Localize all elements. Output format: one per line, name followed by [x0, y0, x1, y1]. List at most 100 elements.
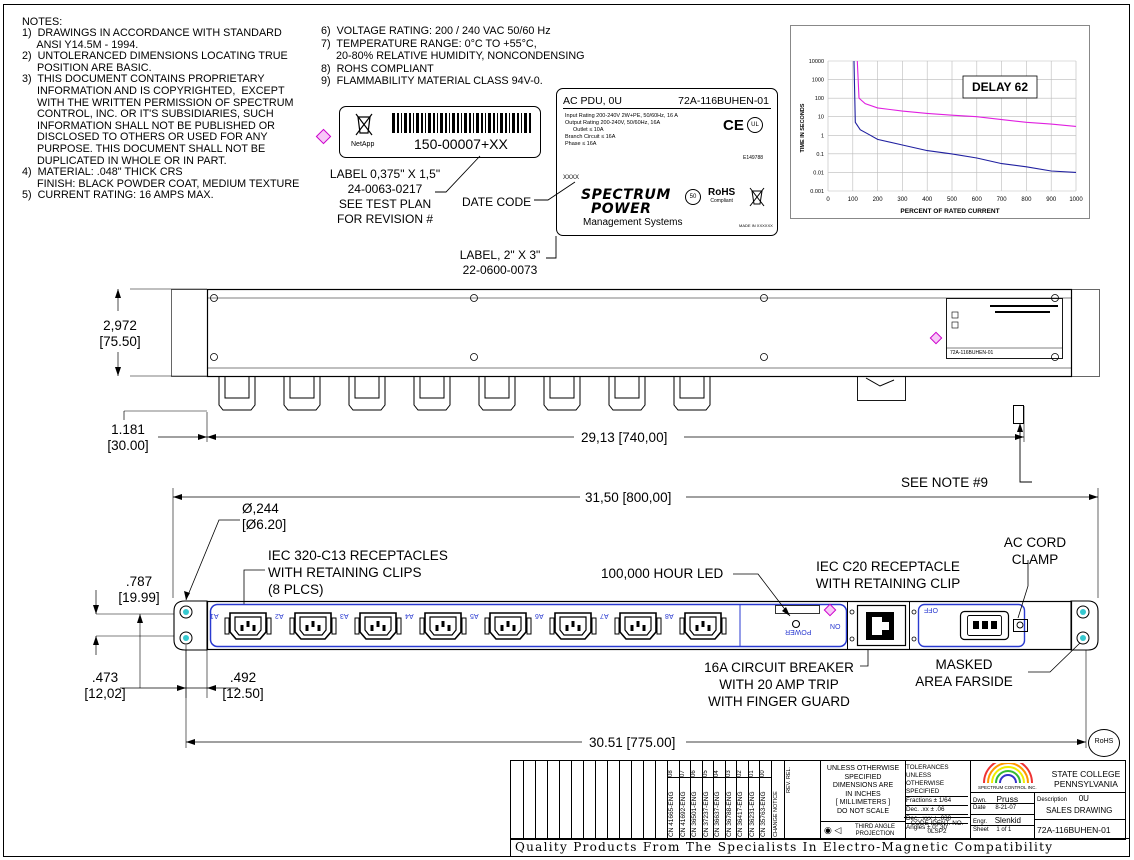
ce-mark-icon: CE [723, 117, 744, 134]
breaker-callout: 16A CIRCUIT BREAKER WITH 20 AMP TRIP WIT… [694, 659, 864, 710]
x-tick-label: 800 [1021, 197, 1032, 203]
c13-receptacle[interactable] [289, 612, 337, 640]
barcode-bar [529, 113, 531, 133]
barcode-bar [521, 113, 522, 133]
outlet-profile [413, 377, 451, 411]
rohs-text: RoHS [708, 187, 736, 198]
c13-receptacle[interactable] [354, 612, 402, 640]
revision-rev: 03 [725, 770, 732, 777]
barcode-bar [476, 113, 479, 133]
note-line: 7) TEMPERATURE RANGE: 0°C TO +55°C, [321, 37, 537, 50]
made-in: MADE IN XXXXXX [739, 223, 773, 228]
barcode-bar [449, 113, 450, 133]
barcode-bar [517, 113, 519, 133]
big-label-rule [563, 108, 771, 109]
note-line: DUPLICATED IN WHOLE OR IN PART. [22, 154, 227, 167]
dim-text: 1.181 [111, 422, 145, 437]
small-label: NetApp 150-00007+XX [339, 106, 541, 158]
c13-receptacle[interactable] [679, 612, 727, 640]
y-tick-label: 0.01 [813, 170, 824, 176]
callout-line: WITH RETAINING CLIP [815, 576, 961, 591]
see-note-9: SEE NOTE #9 [901, 475, 989, 490]
callout-line: WITH FINGER GUARD [708, 694, 850, 709]
screw-hole [210, 294, 218, 302]
outlet-group [224, 612, 727, 640]
revision-rev: 06 [691, 770, 697, 777]
desc-label: Description [1037, 797, 1068, 803]
note-line: 5) CURRENT RATING: 16 AMPS MAX. [22, 189, 214, 202]
c13-receptacle[interactable] [224, 612, 272, 640]
rev-label: REV. REL. [785, 766, 792, 793]
c13-receptacle[interactable] [549, 612, 597, 640]
revision-cn: CN 41665-ENG [668, 791, 675, 837]
spec-line: DO NOT SCALE [837, 807, 889, 815]
dim-text: .492 [229, 670, 257, 685]
front-view-body [206, 600, 1073, 651]
callout-line: WITH RETAINING CLIPS [268, 565, 422, 580]
chart-series [853, 60, 1077, 173]
dim-text: [75.50] [99, 334, 141, 349]
note-line: 9) FLAMMABILITY MATERIAL CLASS 94V-0. [321, 75, 543, 88]
barcode-bar [464, 113, 467, 133]
outlet-profile [478, 377, 516, 411]
outlet-label: A6 [535, 612, 544, 619]
outlet-profile [673, 377, 711, 411]
x-tick-label: 600 [972, 197, 983, 203]
note-line: POSITION ARE BASIC. [22, 61, 152, 74]
c13-receptacle[interactable] [484, 612, 532, 640]
top-view-cord-clamp [1013, 405, 1024, 424]
mounting-hole [1076, 605, 1090, 619]
power-label: POWER [785, 628, 812, 635]
c20-inlet[interactable] [959, 610, 1010, 641]
date-label: Date [973, 805, 986, 811]
outlet-label: A5 [470, 612, 479, 619]
code-ident-value: 0LSP2 [927, 828, 947, 835]
outlet-label: A4 [405, 612, 414, 619]
cord-clamp[interactable] [1013, 619, 1028, 632]
y-tick-label: 100 [815, 96, 824, 102]
x-tick-label: 200 [873, 197, 884, 203]
outlet-label: A8 [665, 612, 674, 619]
sheet-border [3, 4, 1130, 857]
c13-receptacle[interactable] [614, 612, 662, 640]
note-line: INFORMATION SHALL NOT BE PUBLISHED OR [22, 119, 275, 132]
outlet-profile [283, 377, 321, 411]
x-tick-label: 1000 [1069, 197, 1083, 203]
y-tick-label: 1000 [812, 78, 824, 84]
spec-line: Branch Circuit ≤ 16A [565, 134, 616, 140]
callout-line: WITH 20 AMP TRIP [719, 677, 839, 692]
projection-icon: ◉ ◁ [824, 825, 842, 835]
dim-text: [30.00] [107, 438, 149, 453]
callout-line: LABEL 0,375" X 1,5" [329, 167, 441, 181]
dim-text: [Ø6.20] [242, 517, 287, 532]
barcode-bar [397, 113, 399, 133]
notes-right: 6) VOLTAGE RATING: 200 / 240 VAC 50/60 H… [321, 25, 585, 88]
barcode-bar [473, 113, 474, 133]
engr-value: Slenkid [994, 816, 1021, 825]
rohs-badge: RoHS [1088, 729, 1120, 757]
cord-clamp-callout: AC CORD CLAMP [985, 534, 1085, 568]
screw-hole [470, 294, 478, 302]
left-mounting-ear [173, 600, 208, 651]
tol-line: OTHERWISE SPECIFIED [906, 780, 945, 795]
mounting-hole [179, 605, 193, 619]
revision-cn: CN 36231-ENG [748, 791, 756, 837]
series-line [856, 60, 1077, 127]
dim-text: 2,972 [103, 318, 137, 333]
outlet-label: A1 [210, 612, 219, 619]
outlet-profile [608, 377, 646, 411]
callout-line: FOR REVISION # [336, 212, 434, 226]
chart-title-box [962, 75, 1038, 99]
revision-rev: 02 [737, 770, 743, 777]
x-tick-label: 300 [897, 197, 908, 203]
note-line: ANSI Y14.5M - 1994. [22, 38, 139, 51]
revision-empty-column [535, 761, 548, 839]
c13-receptacle[interactable] [419, 612, 467, 640]
barcode-bar [416, 113, 419, 133]
note-line: DISCLOSED TO OTHERS OR USED FOR ANY [22, 131, 268, 144]
barcode-bar [493, 113, 495, 133]
dim-text: [12,02] [84, 686, 126, 701]
